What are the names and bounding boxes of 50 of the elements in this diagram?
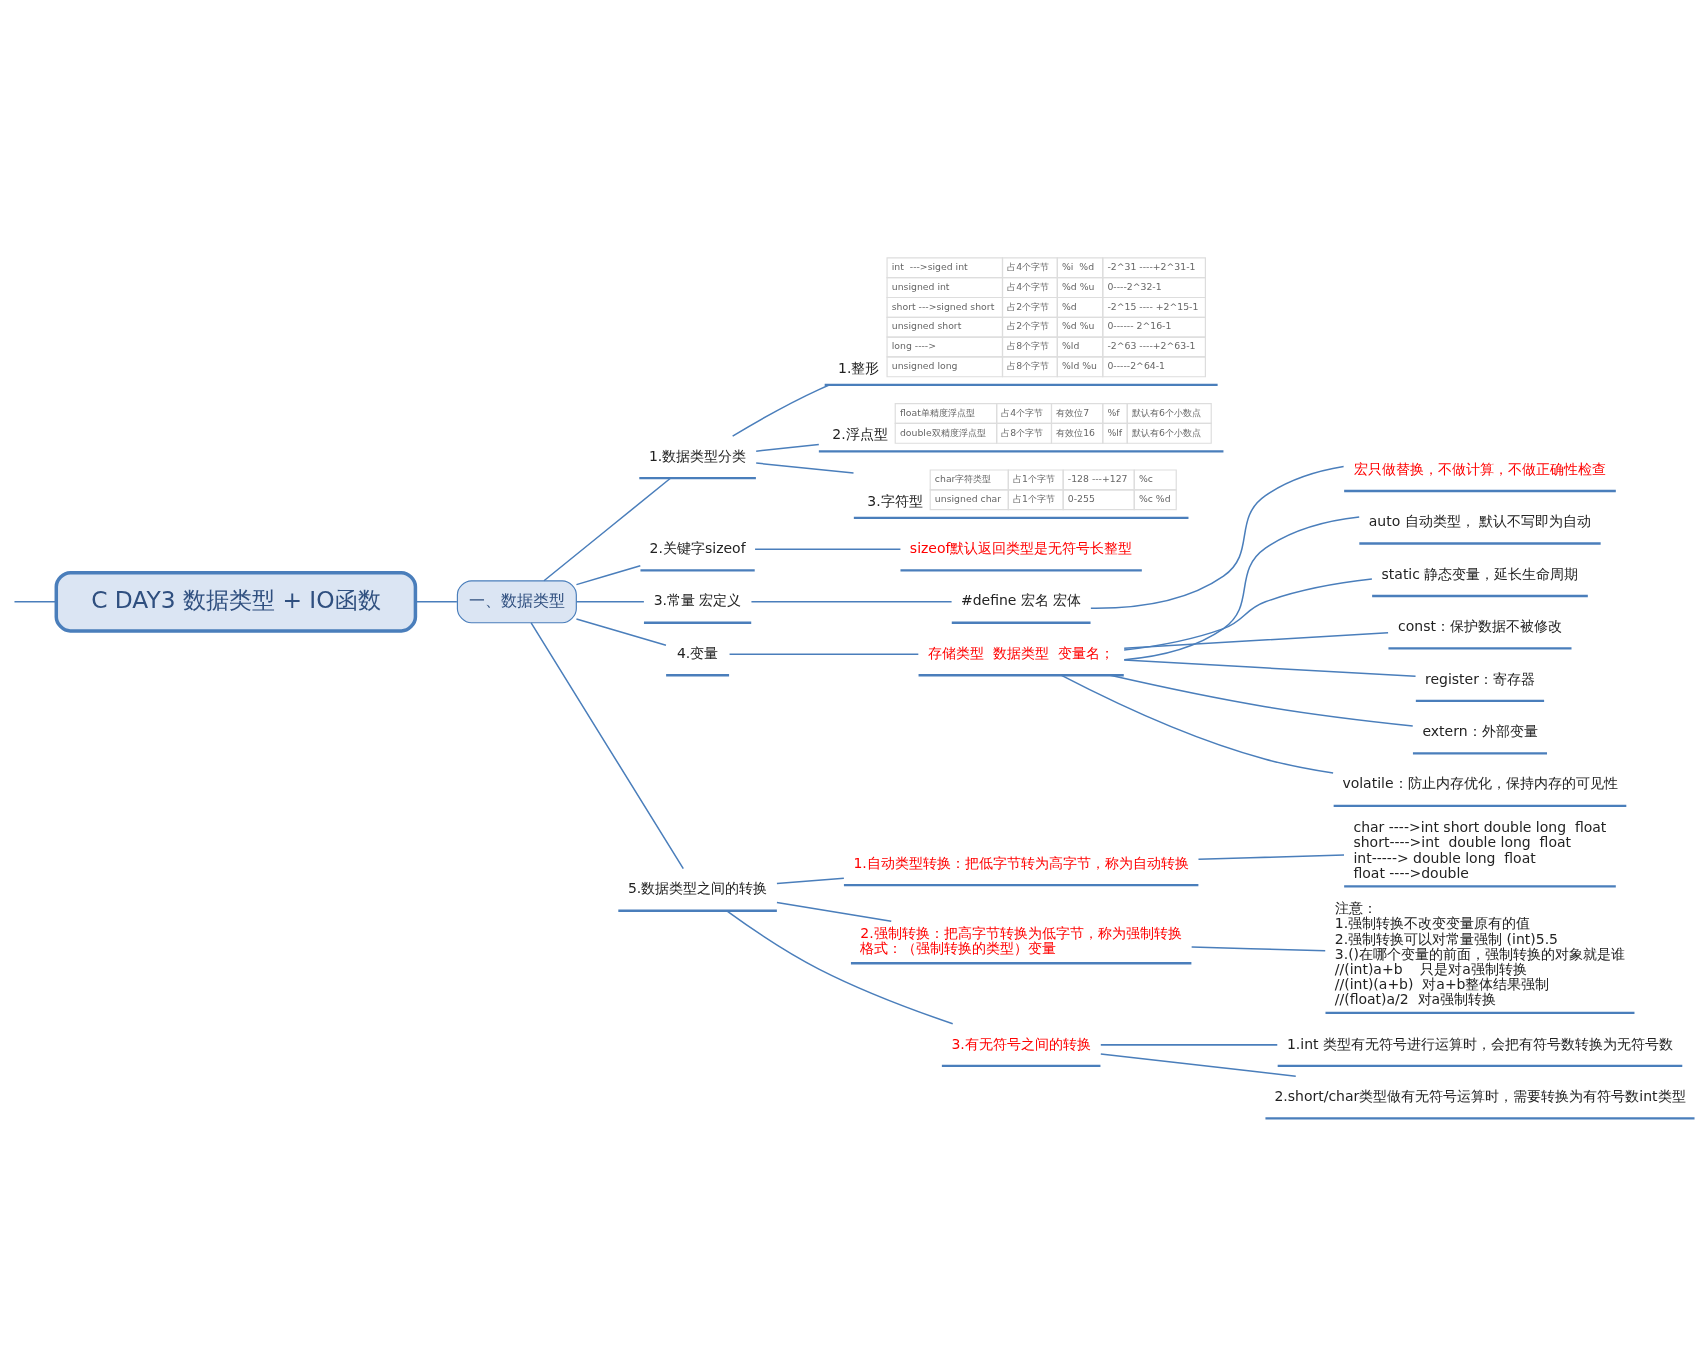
connector xyxy=(575,565,642,586)
connector xyxy=(1190,946,1326,952)
connector xyxy=(530,622,685,870)
connector xyxy=(575,601,645,603)
connector xyxy=(755,443,820,452)
node-text: const：保护数据不被修改 xyxy=(1398,618,1562,635)
node-text: extern：外部变量 xyxy=(1422,723,1538,739)
node-text: 存储类型 数据类型 变量名； xyxy=(928,644,1115,661)
node-text: 2.关键字sizeof xyxy=(649,539,746,556)
node-text: sizeof默认返回类型是无符号长整型 xyxy=(909,539,1133,556)
node-text: 2.强制转换：把高字节转换为低字节，称为强制转换 格式：（强制转换的类型）变量 xyxy=(860,925,1182,957)
connector xyxy=(755,462,855,474)
connector xyxy=(754,548,902,551)
connector xyxy=(728,653,920,656)
node-text: static 静态变量，延长生命周期 xyxy=(1381,565,1579,582)
connector xyxy=(726,910,954,1025)
connector xyxy=(1100,1044,1279,1046)
connector xyxy=(1060,674,1334,774)
node-text: 1.自动类型转换：把低字节转为高字节，称为自动转换 xyxy=(853,854,1189,871)
node-text: 1.int 类型有无符号进行运算时，会把有符号数转换为无符号数 xyxy=(1286,1035,1673,1052)
node-text: 1.数据类型分类 xyxy=(648,447,747,464)
node-text: 3.常量 宏定义 xyxy=(653,592,742,609)
connector xyxy=(776,901,892,922)
node-text: 2.short/char类型做有无符号运算时，需要转换为有符号数int类型 xyxy=(1274,1087,1686,1104)
connector xyxy=(731,384,830,437)
connector xyxy=(1123,632,1389,650)
connector xyxy=(1090,465,1345,609)
node-text: volatile：防止内存优化，保持内存的可见性 xyxy=(1342,775,1618,792)
node-text: char ---->int short double long float short---->int double long float int-----> double long float float ---->double xyxy=(1353,819,1607,881)
node-text: 5.数据类型之间的转换 xyxy=(627,880,768,897)
node-text: 4.变量 xyxy=(676,644,719,661)
connector xyxy=(13,601,57,603)
connector xyxy=(750,601,953,603)
connector xyxy=(1109,674,1414,727)
node-text: auto 自动类型， 默认不写即为自动 xyxy=(1368,513,1592,530)
node-text: register：寄存器 xyxy=(1425,670,1535,687)
node-text: #define 宏名 宏体 xyxy=(960,592,1082,609)
node-text: 宏只做替换，不做计算，不做正确性检查 xyxy=(1353,460,1606,477)
connector xyxy=(1197,854,1345,860)
node-text: 注意： 1.强制转换不改变变量原有的值 2.强制转换可以对常量强制 (int)5.5 3.()在哪个变量的前面，强制转换的对象就是谁 //(int)a+b 只是对a强制转换 //(int)(a+b) 对a+b整体结果强制 //(float)a/2 对a强制转换 xyxy=(1334,900,1626,1008)
connector xyxy=(1123,659,1417,678)
connector xyxy=(776,877,845,885)
connector xyxy=(1100,1053,1297,1078)
connector xyxy=(543,477,672,582)
connector xyxy=(414,601,458,603)
connector xyxy=(1123,578,1373,651)
node-box: C DAY3 数据类型 + IO函数 xyxy=(54,570,418,633)
node-text: 3.有无符号之间的转换 xyxy=(951,1035,1091,1052)
connector xyxy=(575,618,667,647)
node-box: 一、数据类型 xyxy=(456,580,577,624)
